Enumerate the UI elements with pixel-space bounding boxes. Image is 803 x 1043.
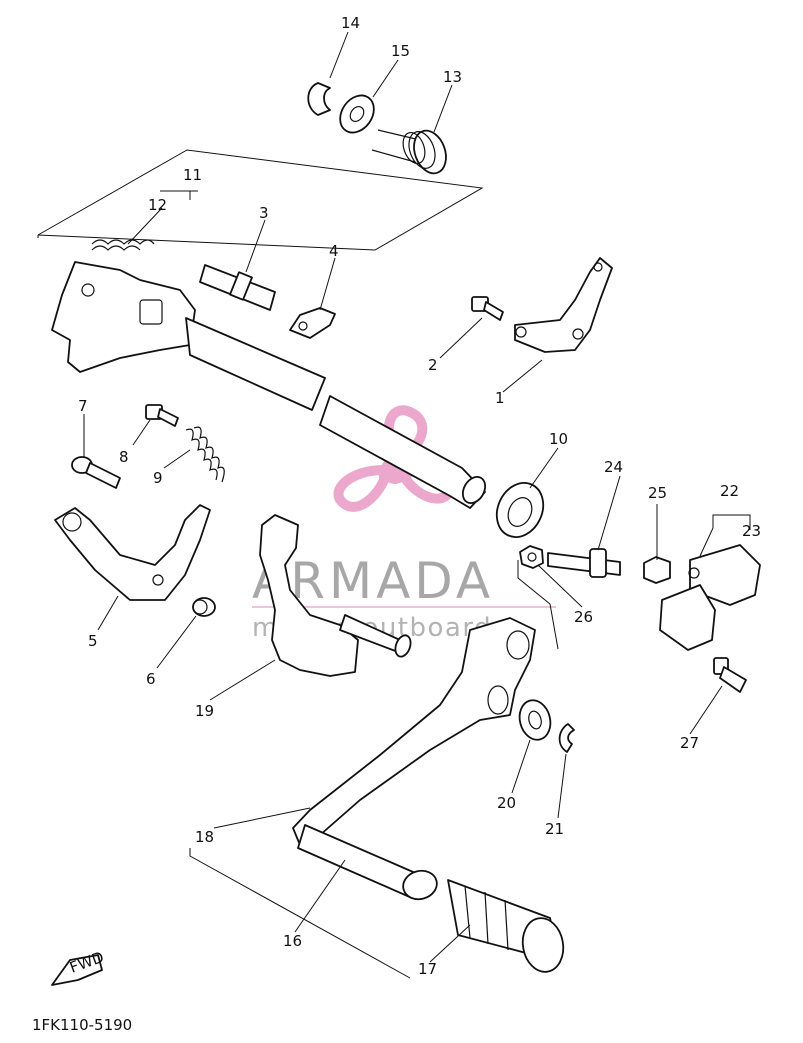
group-outline-11 bbox=[37, 149, 484, 251]
callout-13: 13 bbox=[443, 68, 462, 86]
part-10-oil-seal bbox=[495, 482, 545, 538]
part-22-23-rod-ends bbox=[659, 544, 761, 651]
callout-24: 24 bbox=[604, 458, 623, 476]
callout-4: 4 bbox=[329, 242, 339, 260]
part-25-nut bbox=[643, 556, 671, 584]
part-26-nut bbox=[519, 545, 544, 569]
catalog-code: 1FK110-5190 bbox=[32, 1016, 132, 1034]
callout-11: 11 bbox=[183, 166, 202, 184]
part-20-washer bbox=[518, 699, 552, 741]
part-18-shift-pedal bbox=[292, 617, 536, 846]
callout-15: 15 bbox=[391, 42, 410, 60]
part-19-lever bbox=[259, 514, 412, 677]
callout-27: 27 bbox=[680, 734, 699, 752]
fwd-arrow-icon: FWD bbox=[51, 948, 106, 986]
part-24-bolt bbox=[547, 548, 621, 578]
part-4-stopper bbox=[289, 307, 336, 339]
callout-21: 21 bbox=[545, 820, 564, 838]
part-2-screw bbox=[471, 296, 504, 321]
part-27-bolt bbox=[713, 657, 747, 693]
part-17-rubber bbox=[447, 879, 565, 973]
callout-23: 23 bbox=[742, 522, 761, 540]
part-21-clip bbox=[558, 723, 575, 753]
part-1-plate bbox=[514, 257, 613, 353]
part-11-shift-shaft bbox=[51, 261, 487, 509]
callout-25: 25 bbox=[648, 484, 667, 502]
callout-7: 7 bbox=[78, 397, 88, 415]
part-5-lever bbox=[54, 504, 211, 601]
callout-10: 10 bbox=[549, 430, 568, 448]
part-15-washer bbox=[339, 94, 375, 134]
part-6-collar bbox=[192, 597, 216, 617]
callout-14: 14 bbox=[341, 14, 360, 32]
callout-22: 22 bbox=[720, 482, 739, 500]
part-13-spring bbox=[371, 129, 447, 175]
callout-26: 26 bbox=[574, 608, 593, 626]
callout-19: 19 bbox=[195, 702, 214, 720]
callout-18: 18 bbox=[195, 828, 214, 846]
callout-5: 5 bbox=[88, 632, 98, 650]
callout-1: 1 bbox=[495, 389, 505, 407]
callout-20: 20 bbox=[497, 794, 516, 812]
callout-8: 8 bbox=[119, 448, 129, 466]
part-16-pedal-shaft bbox=[297, 824, 438, 901]
part-8-screw bbox=[145, 404, 179, 427]
part-3-bolt bbox=[199, 264, 276, 311]
callout-2: 2 bbox=[428, 356, 438, 374]
callout-16: 16 bbox=[283, 932, 302, 950]
callout-3: 3 bbox=[259, 204, 269, 222]
callout-6: 6 bbox=[146, 670, 156, 688]
callout-17: 17 bbox=[418, 960, 437, 978]
part-14-circlip bbox=[307, 82, 331, 116]
part-12-spring bbox=[91, 239, 155, 251]
part-9-spring bbox=[185, 426, 225, 483]
callout-9: 9 bbox=[153, 469, 163, 487]
callout-12: 12 bbox=[148, 196, 167, 214]
part-7-bolt bbox=[71, 456, 121, 489]
